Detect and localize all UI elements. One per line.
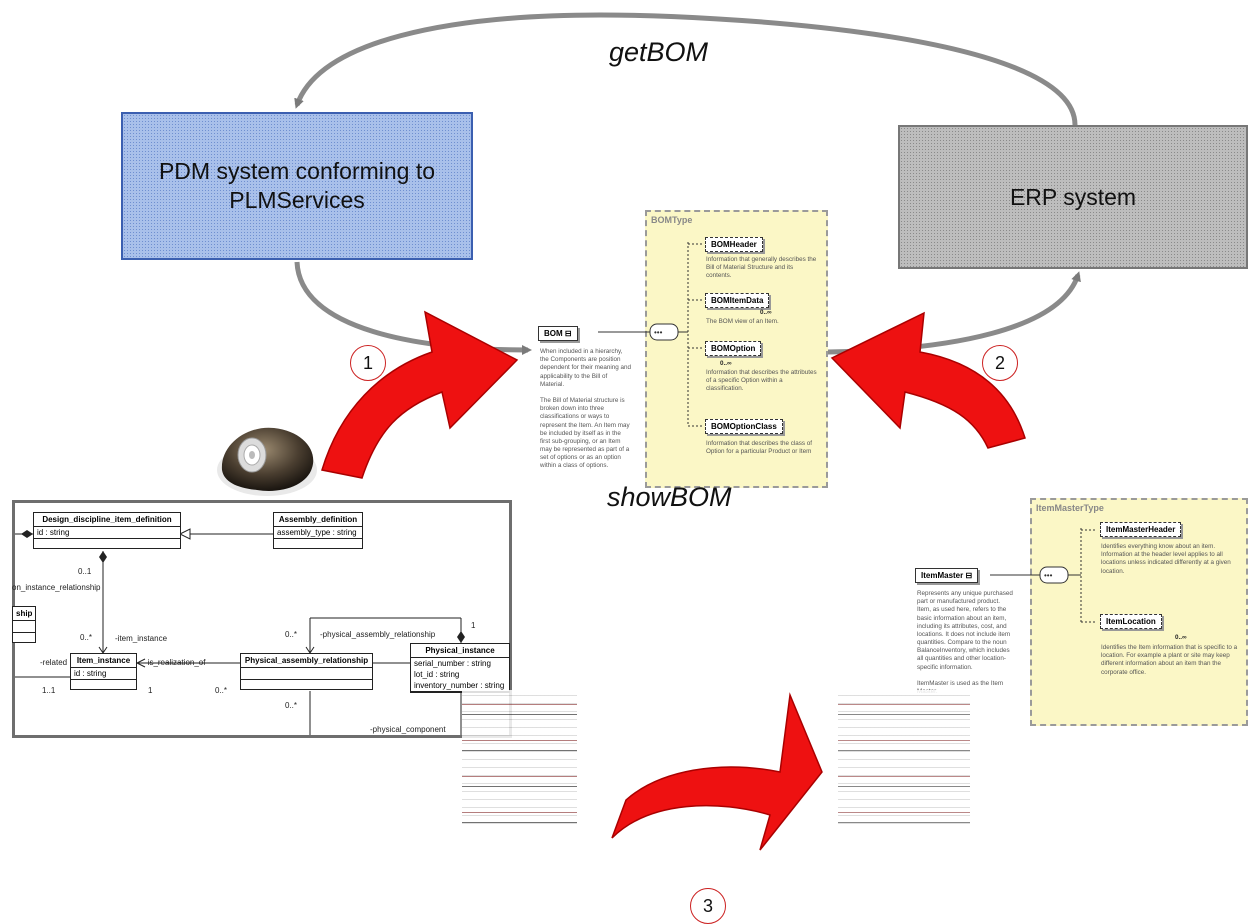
itemmaster-type-panel: ItemMasterType — [1030, 498, 1248, 726]
uml-label: -physical_assembly_relationship — [320, 630, 436, 639]
erp-system-box: ERP system — [898, 125, 1248, 269]
uml-class-attr: lot_id : string — [414, 670, 460, 679]
red-arrow-1 — [321, 310, 519, 479]
uml-label: 0..* — [215, 686, 228, 695]
uml-label: 0..1 — [78, 567, 92, 576]
uml-class-attr: serial_number : string — [414, 659, 491, 668]
itemmaster-header-element: ItemMasterHeader — [1100, 522, 1182, 537]
bom-option-element: BOMOption — [705, 341, 762, 356]
faded-data-panel-right-accents — [838, 690, 970, 825]
getbom-arc — [294, 12, 1078, 126]
step-3-badge: 3 — [690, 888, 726, 924]
erp-system-label: ERP system — [1009, 183, 1137, 210]
uml-label: -item_instance — [115, 634, 168, 643]
uml-class-name: Physical_assembly_relationship — [241, 654, 372, 668]
bom-option-card: 0..∞ — [720, 360, 732, 367]
step-2-badge: 2 — [982, 345, 1018, 381]
uml-class-design-discipline: Design_discipline_item_definition id : s… — [33, 512, 181, 549]
itemlocation-element: ItemLocation — [1100, 614, 1162, 629]
bom-connector-lines: ••• — [598, 242, 702, 427]
uml-class-name: ship — [13, 607, 35, 621]
pdm-system-label: PDM system conforming to PLMServices — [158, 158, 436, 213]
uml-class-ship: ship — [12, 606, 36, 643]
bom-optionclass-element: BOMOptionClass — [705, 419, 783, 434]
bom-itemdata-desc: The BOM view of an Item. — [706, 318, 779, 325]
itemmaster-root-element: ItemMaster ⊟ — [915, 568, 979, 583]
computer-mouse-icon — [217, 427, 317, 496]
bom-type-title: BOMType — [651, 215, 693, 225]
bom-header-desc: Information that generally describes the… — [706, 256, 817, 280]
uml-class-name: Item_instance — [71, 654, 136, 668]
itemmaster-connector-lines: ••• — [990, 528, 1097, 623]
bom-root-element: BOM ⊟ — [538, 326, 578, 341]
uml-label: 1 — [471, 621, 476, 630]
uml-class-physical-instance: Physical_instance serial_number : string… — [410, 643, 510, 693]
uml-association-lines — [15, 528, 465, 735]
itemlocation-desc: Identifies the Item information that is … — [1101, 644, 1238, 676]
faded-data-panel-left-accents — [462, 690, 577, 825]
uml-label: -is_realization_of — [145, 658, 206, 667]
uml-label: -related — [40, 658, 68, 667]
uml-label: on_instance_relationship — [12, 583, 101, 592]
uml-label: 0..* — [285, 701, 298, 710]
itemmaster-header-desc: Identifies everything know about an item… — [1101, 543, 1231, 575]
itemmaster-root-description: Represents any unique purchased part or … — [917, 590, 1013, 695]
itemmaster-root-label: ItemMaster — [921, 571, 964, 580]
uml-class-name: Physical_instance — [411, 644, 509, 658]
red-arrow-3 — [611, 692, 823, 851]
bom-header-element: BOMHeader — [705, 237, 763, 252]
itemmaster-type-title: ItemMasterType — [1036, 503, 1104, 513]
uml-label: 1..1 — [42, 686, 56, 695]
red-arrow-2 — [830, 311, 1026, 449]
uml-class-name: Design_discipline_item_definition — [34, 513, 180, 527]
bom-to-erp-arc — [827, 271, 1081, 355]
uml-class-diagram: Design_discipline_item_definition id : s… — [12, 500, 512, 738]
svg-text:•••: ••• — [654, 328, 663, 337]
showbom-label: showBOM — [607, 482, 732, 512]
uml-class-attr: id : string — [34, 527, 180, 539]
itemmaster-schema-diagram: ItemMasterType ItemMaster ⊟ Represents a… — [905, 498, 1248, 760]
uml-label: 1 — [148, 686, 153, 695]
uml-class-item-instance: Item_instance id : string — [70, 653, 137, 690]
uml-label: -physical_component — [370, 725, 446, 734]
uml-class-name: Assembly_definition — [274, 513, 362, 527]
uml-class-physical-assembly-relationship: Physical_assembly_relationship — [240, 653, 373, 690]
svg-text:•••: ••• — [1044, 571, 1053, 580]
bom-optionclass-desc: Information that describes the class of … — [706, 440, 813, 456]
bom-option-desc: Information that describes the attribute… — [706, 369, 817, 393]
uml-class-attr: assembly_type : string — [274, 527, 362, 539]
itemlocation-card: 0..∞ — [1175, 634, 1187, 641]
bom-root-description: When included in a hierarchy, the Compon… — [540, 348, 632, 470]
step-1-badge: 1 — [350, 345, 386, 381]
bom-root-label: BOM — [544, 329, 563, 338]
getbom-label: getBOM — [609, 37, 709, 67]
pdm-to-bom-arc — [294, 261, 532, 355]
bom-itemdata-element: BOMItemData — [705, 293, 770, 308]
uml-class-attr: inventory_number : string — [411, 680, 509, 692]
bom-itemdata-card: 0..∞ — [760, 309, 772, 316]
uml-label: 0..* — [285, 630, 298, 639]
pdm-system-box: PDM system conforming to PLMServices — [121, 112, 473, 260]
bom-schema-diagram: BOMType BOM ⊟ When included in a hierarc… — [520, 210, 830, 502]
uml-class-assembly-definition: Assembly_definition assembly_type : stri… — [273, 512, 363, 549]
uml-label: 0..* — [80, 633, 93, 642]
uml-class-attr: id : string — [71, 668, 136, 680]
